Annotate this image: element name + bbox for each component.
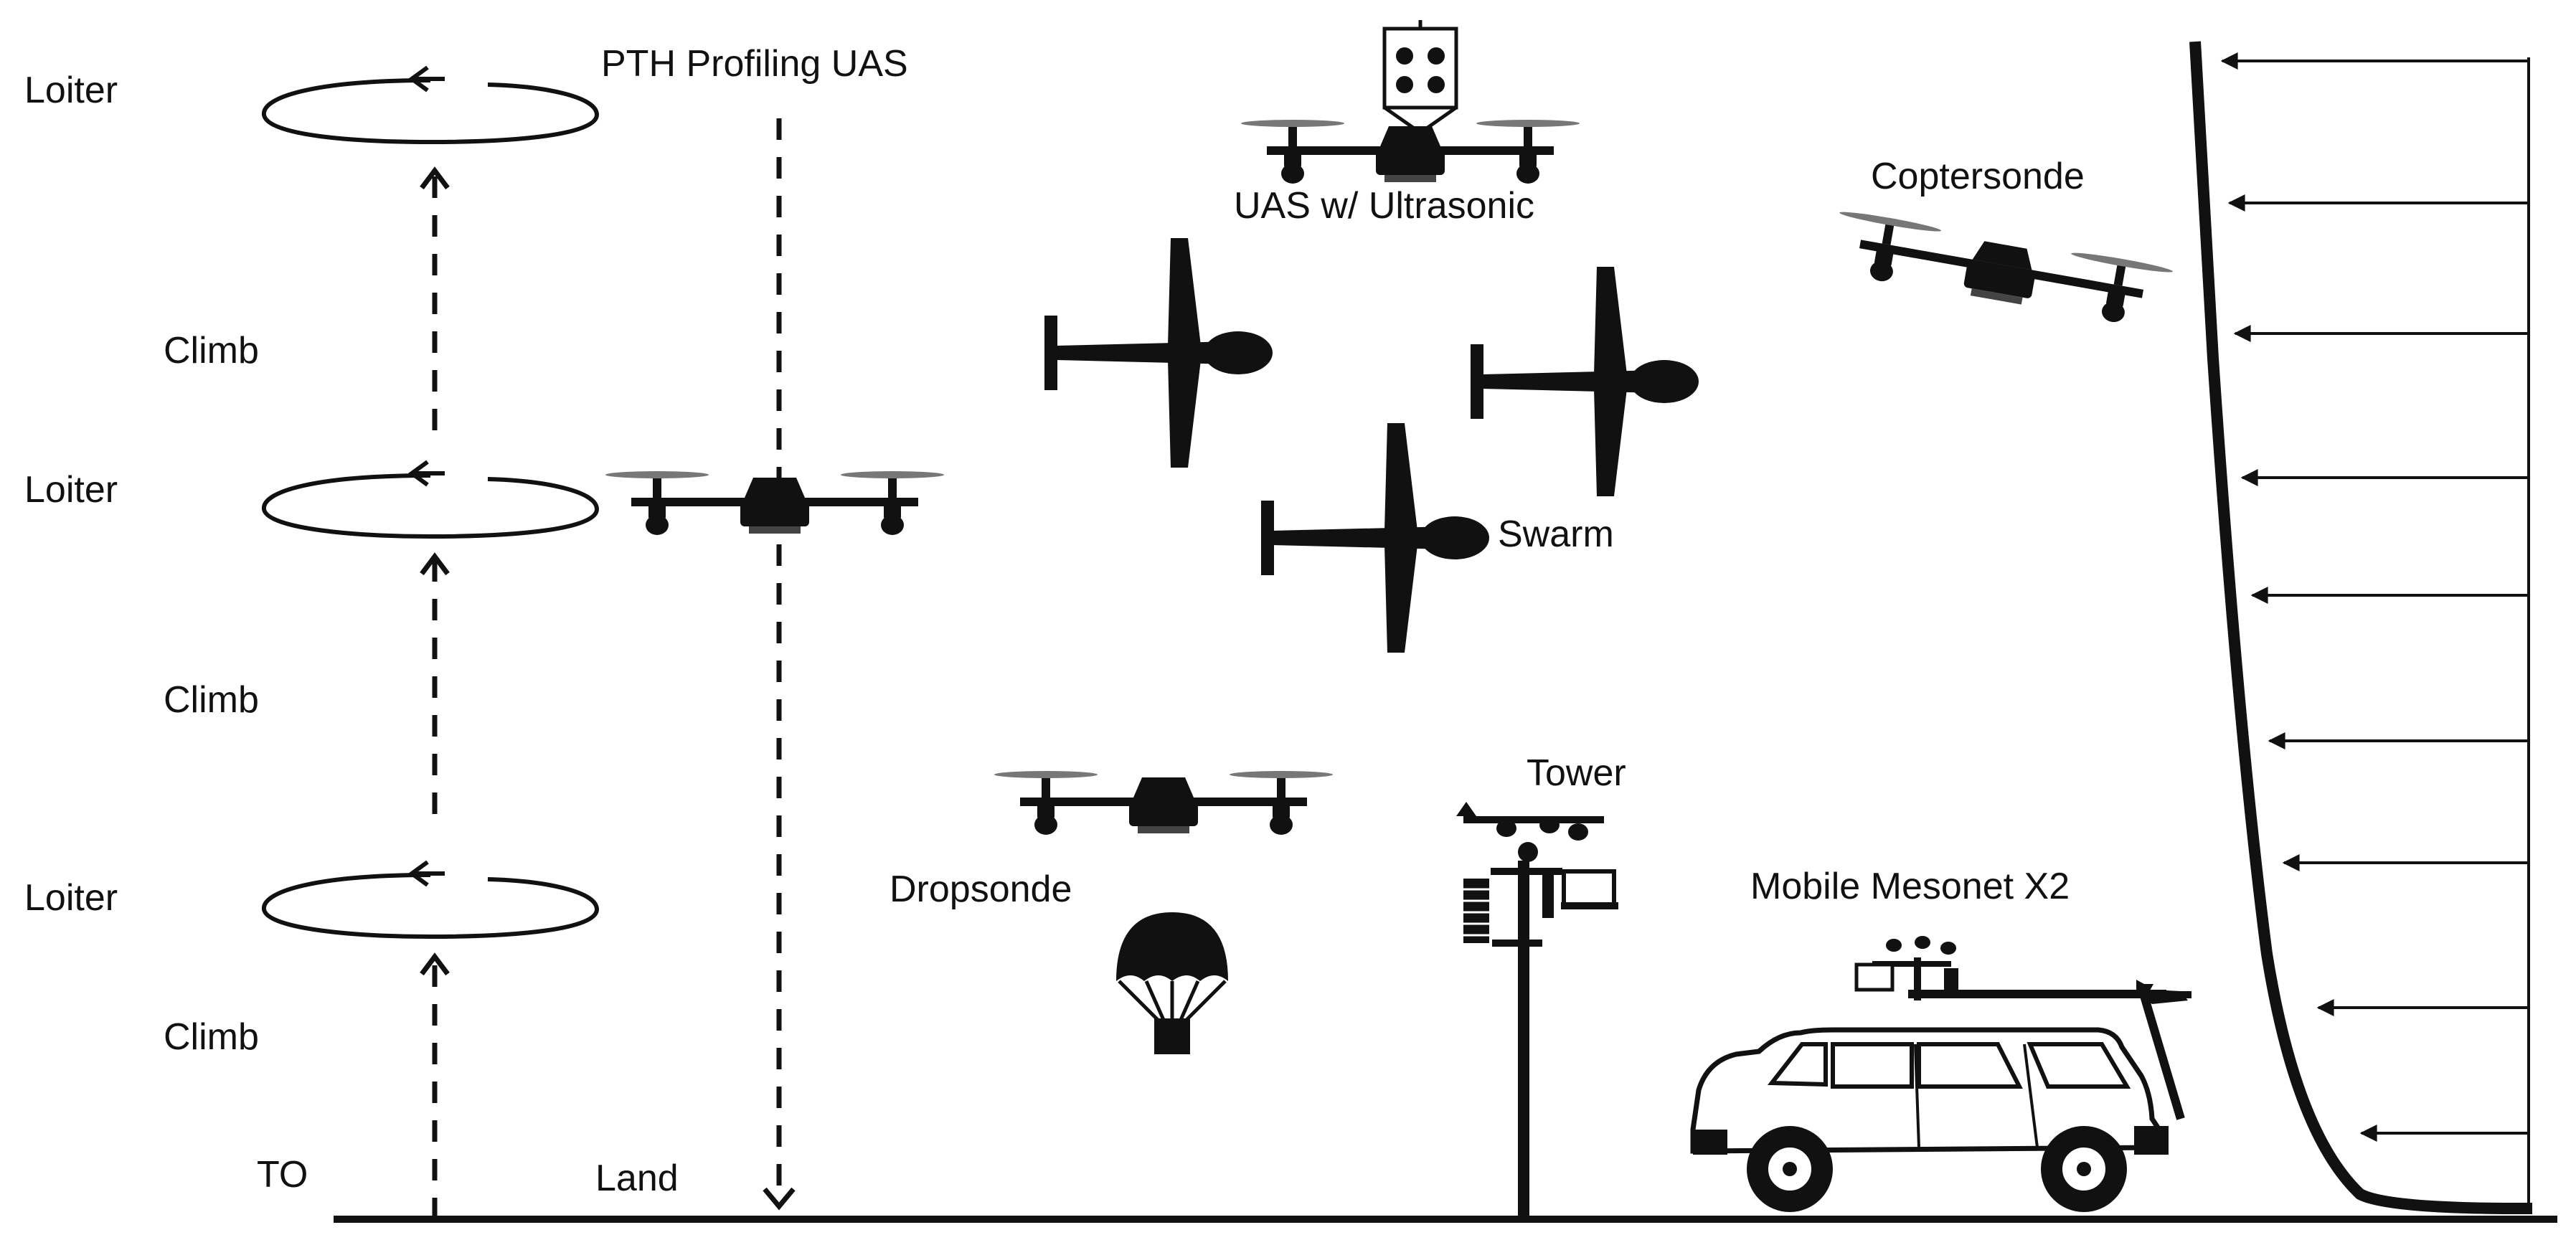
label-coptersonde: Coptersonde — [1871, 156, 2085, 197]
loiter-circle-top-icon — [261, 65, 600, 145]
label-loiter-top: Loiter — [24, 70, 118, 111]
label-loiter-mid: Loiter — [24, 469, 118, 511]
label-mobile-mesonet: Mobile Mesonet X2 — [1750, 866, 2070, 907]
loiter-circle-mid-icon — [261, 460, 600, 539]
label-climb-top: Climb — [164, 330, 259, 372]
label-pth-profiling-uas: PTH Profiling UAS — [601, 43, 908, 85]
ultrasonic-quadcopter-icon — [1241, 120, 1580, 184]
loiter-circle-low-icon — [261, 860, 600, 940]
label-uas-ultrasonic: UAS w/ Ultrasonic — [1234, 185, 1534, 227]
land-path-dashed-arrow — [763, 118, 796, 1211]
pth-profiling-quadcopter-icon — [605, 471, 944, 535]
label-loiter-low: Loiter — [24, 877, 118, 919]
label-land: Land — [595, 1158, 679, 1199]
label-climb-mid: Climb — [164, 679, 259, 721]
label-dropsonde: Dropsonde — [890, 869, 1072, 910]
swarm-fixed-wing-uav-2-icon — [1471, 267, 1699, 496]
label-takeoff: TO — [257, 1154, 308, 1196]
ultrasonic-sensor-icon — [1382, 20, 1458, 136]
climb-path-dashed-arrows — [420, 166, 450, 1219]
wind-profile — [2189, 41, 2533, 1215]
mobile-mesonet-suv-icon — [1690, 936, 2192, 1212]
label-swarm: Swarm — [1498, 514, 1614, 555]
parachute-icon — [1116, 912, 1228, 1054]
swarm-fixed-wing-uav-3-icon — [1261, 423, 1489, 653]
wind-profile-curve — [2189, 41, 2533, 1215]
dropsonde-quadcopter-icon — [994, 771, 1333, 835]
coptersonde-quadcopter-icon — [1829, 209, 2174, 331]
label-tower: Tower — [1527, 752, 1626, 794]
label-climb-low: Climb — [164, 1016, 259, 1058]
swarm-fixed-wing-uav-1-icon — [1044, 238, 1273, 468]
weather-station-tower-icon — [1456, 802, 1618, 1219]
